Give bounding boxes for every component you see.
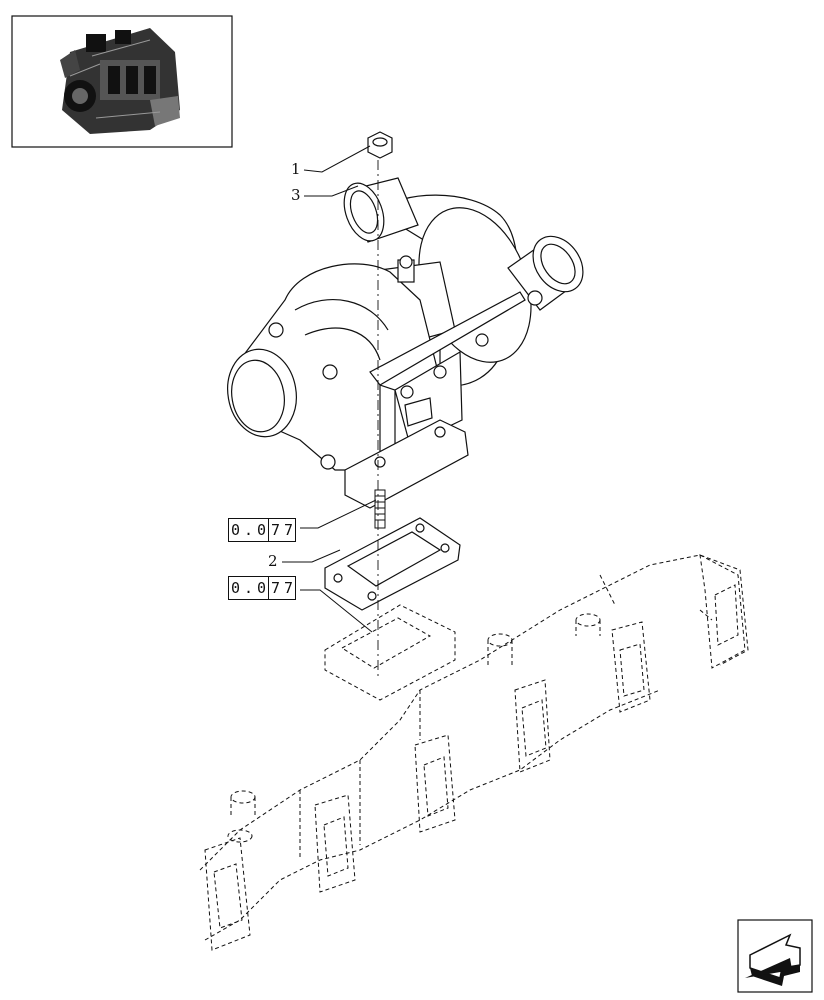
leader-lines: [282, 145, 377, 633]
nut-part: [367, 131, 393, 159]
reference-box-b[interactable]: 0 . 0 7 7: [228, 576, 296, 600]
reference-box-a[interactable]: 0 . 0 7 7: [228, 518, 296, 542]
ref-char: 7: [268, 519, 282, 541]
ref-char: 7: [283, 579, 294, 597]
gasket-part: [324, 517, 461, 611]
callout-2: 2: [268, 552, 278, 570]
ref-char: .: [243, 521, 254, 539]
engine-thumbnail-icon: [11, 15, 233, 148]
callout-3: 3: [291, 186, 301, 204]
ref-char: 0: [230, 579, 241, 597]
exhaust-manifold: [199, 554, 749, 951]
ref-char: 7: [268, 577, 282, 599]
ref-char: 0: [230, 521, 241, 539]
ref-char: 0: [256, 521, 267, 539]
ref-char: 0: [256, 579, 267, 597]
next-page-arrow-icon: [737, 919, 813, 993]
stud-part: [374, 489, 386, 529]
ref-char: .: [243, 579, 254, 597]
turbocharger: [227, 177, 584, 509]
callout-1: 1: [291, 160, 301, 178]
ref-char: 7: [283, 521, 294, 539]
